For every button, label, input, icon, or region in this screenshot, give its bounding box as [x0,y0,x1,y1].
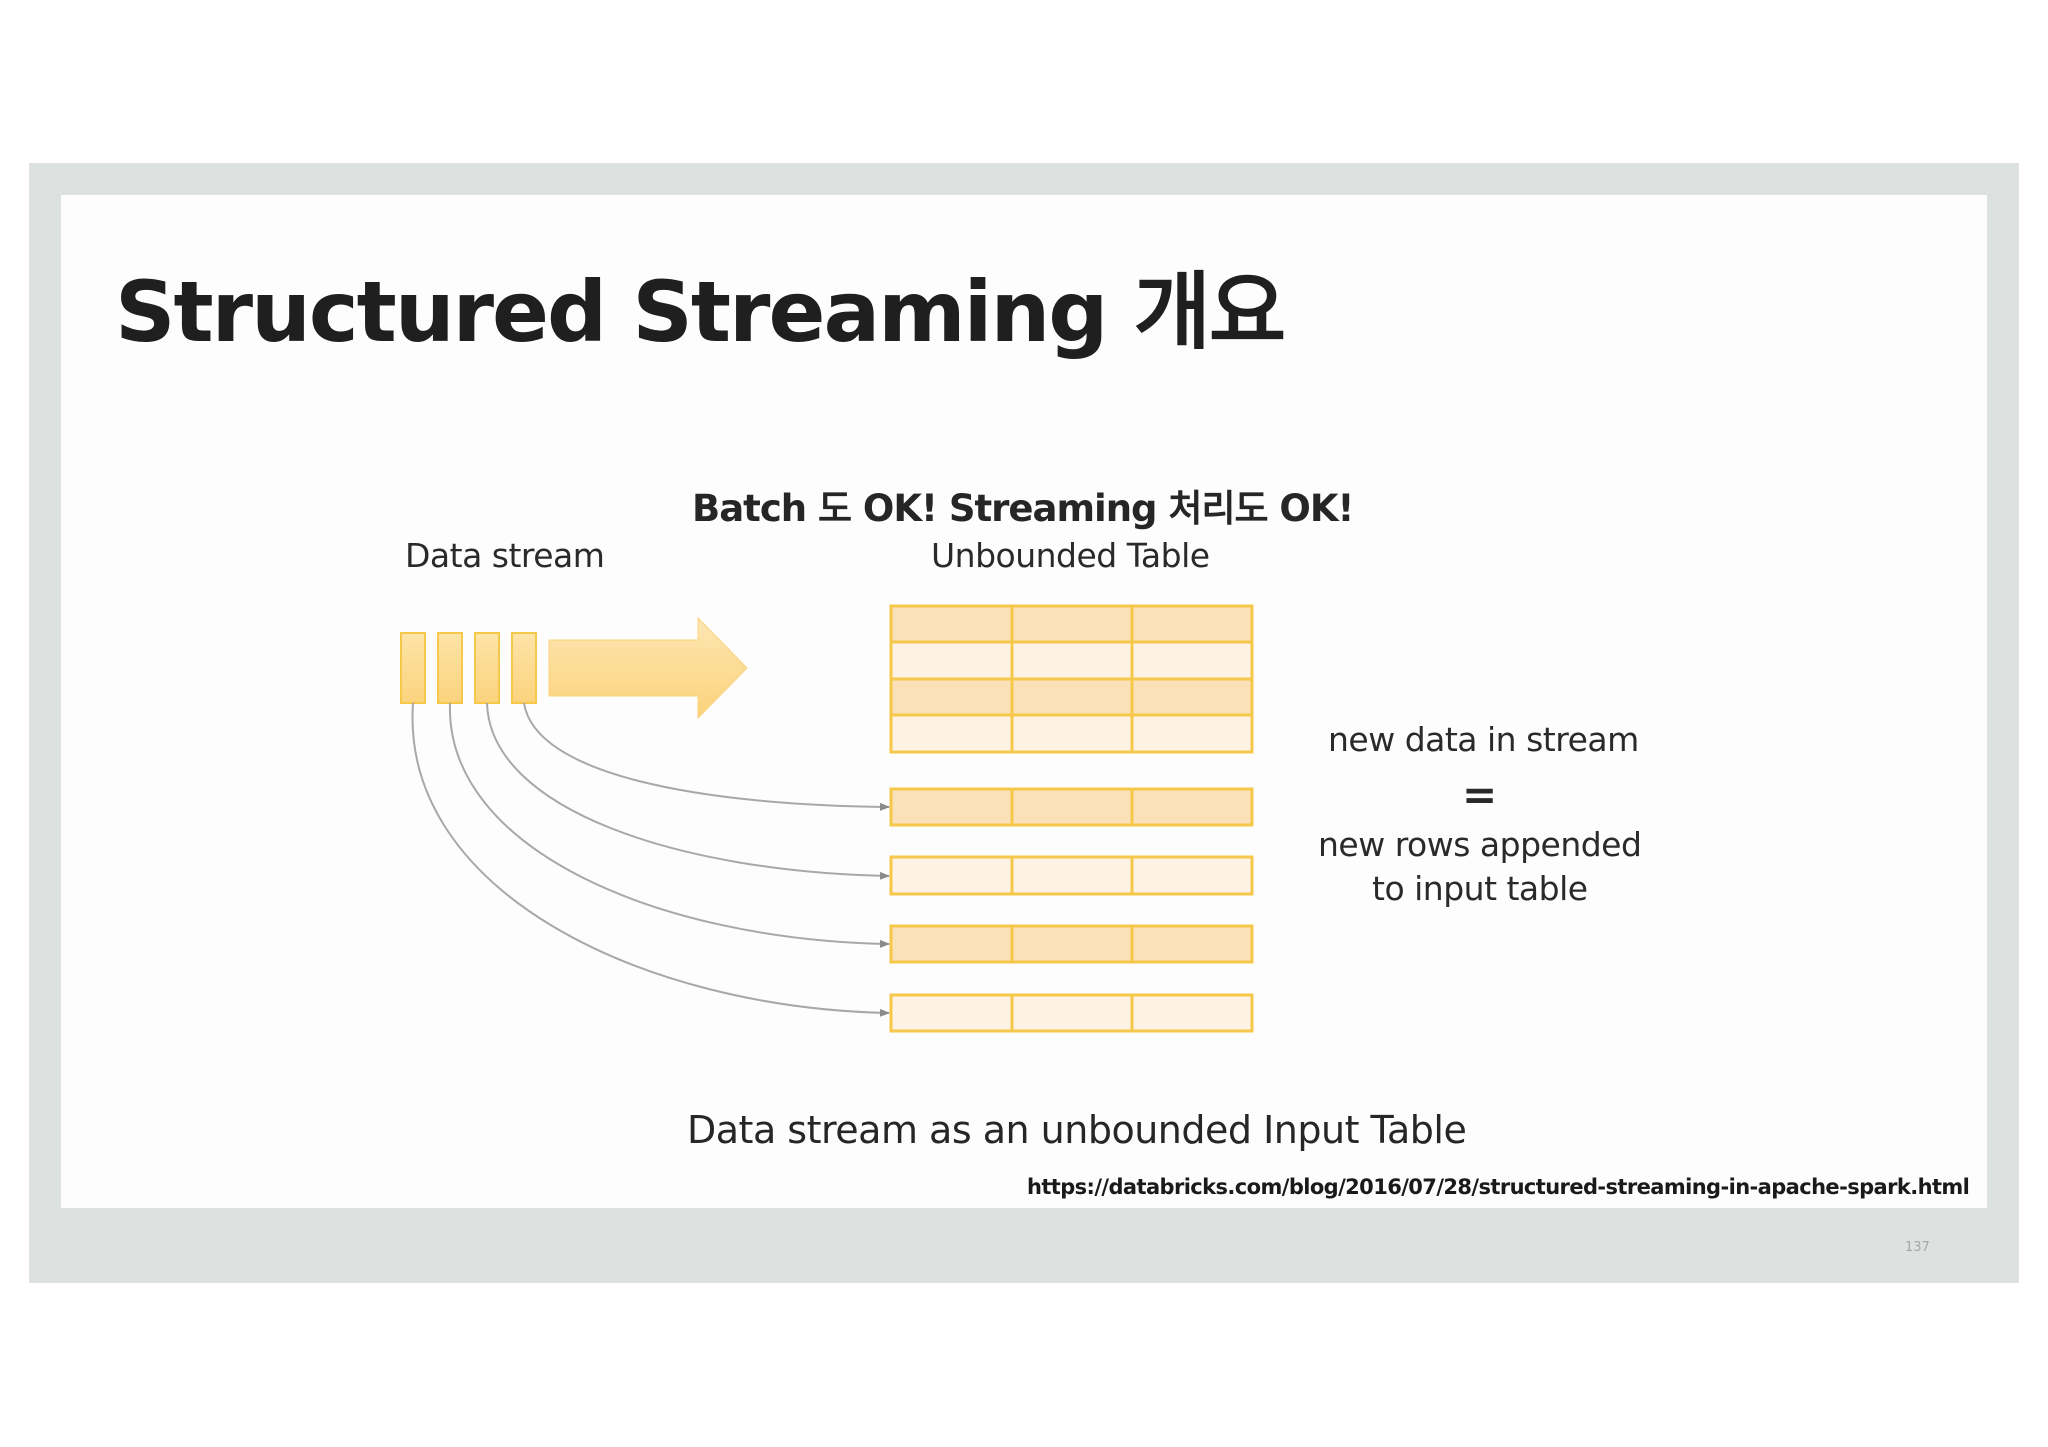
data-stream-label: Data stream [405,536,605,575]
append-arrow [523,702,890,811]
page-number: 137 [1905,1240,1930,1255]
append-arrows [411,702,890,1017]
note-input-table: to input table [1372,869,1588,908]
unbounded-table-label: Unbounded Table [931,536,1210,575]
source-link[interactable]: https://databricks.com/blog/2016/07/28/s… [1027,1175,1970,1199]
diagram-caption: Data stream as an unbounded Input Table [687,1108,1467,1152]
note-equals: = [1462,770,1498,819]
stream-chunks [400,632,537,704]
appended-row [889,787,1254,827]
appended-row [889,855,1254,896]
stream-chunk [437,632,463,704]
slide-title: Structured Streaming 개요 [115,263,1286,361]
stream-chunk [511,632,537,704]
stream-chunk [474,632,500,704]
table-row [889,604,1254,644]
note-new-data: new data in stream [1328,720,1639,759]
stream-direction-arrow [548,616,748,720]
stream-chunk [400,632,426,704]
append-arrow [486,702,890,880]
table-row [889,713,1254,754]
appended-row [889,924,1254,964]
table-row [889,677,1254,717]
note-new-rows: new rows appended [1318,825,1642,864]
table-row [889,640,1254,681]
append-arrow [448,702,890,948]
append-arrow [411,702,890,1017]
unbounded-table [889,604,1254,1033]
slide-subtitle: Batch 도 OK! Streaming 처리도 OK! [692,487,1354,530]
appended-row [889,993,1254,1033]
